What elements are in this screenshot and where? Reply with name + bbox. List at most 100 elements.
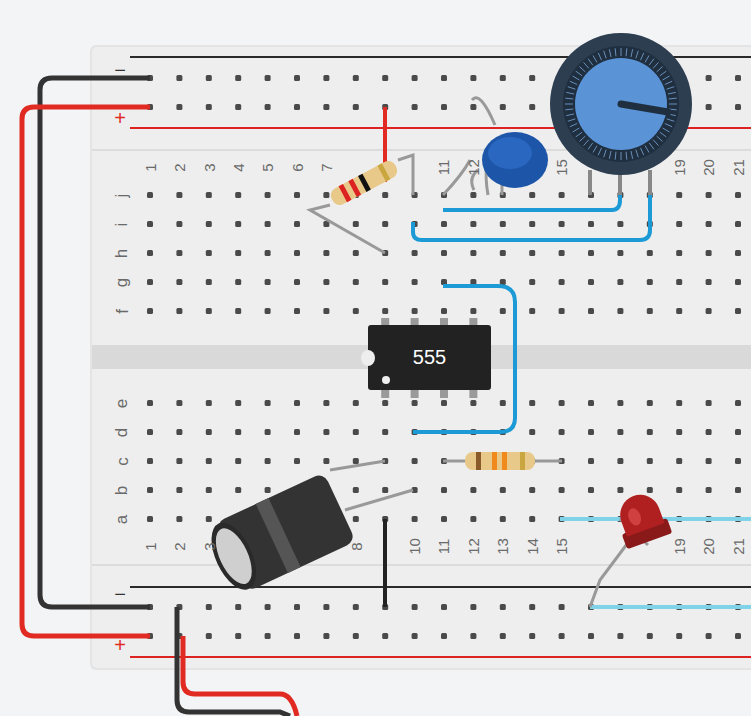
hole (176, 250, 182, 256)
hole (470, 604, 476, 610)
hole (735, 75, 741, 81)
hole (735, 400, 741, 406)
hole (147, 429, 153, 435)
hole (147, 458, 153, 464)
row-letter: g (114, 277, 131, 286)
hole (176, 516, 182, 522)
hole (294, 633, 300, 639)
hole (588, 633, 594, 639)
hole (441, 604, 447, 610)
hole (382, 75, 388, 81)
hole (235, 308, 241, 314)
hole (529, 633, 535, 639)
hole (470, 75, 476, 81)
wire (443, 190, 620, 210)
hole (735, 633, 741, 639)
wire (383, 519, 387, 607)
hole (617, 429, 623, 435)
hole (412, 104, 418, 110)
hole (588, 221, 594, 227)
lead (330, 461, 413, 510)
row-letter: d (114, 427, 131, 436)
hole (706, 400, 712, 406)
hole (588, 279, 594, 285)
hole (529, 308, 535, 314)
hole (500, 400, 506, 406)
rail-sign: − (114, 584, 126, 604)
hole (500, 308, 506, 314)
hole (559, 400, 565, 406)
hole (559, 308, 565, 314)
hole (706, 221, 712, 227)
column-number: 20 (701, 159, 716, 176)
hole (529, 75, 535, 81)
rail-sign: + (114, 108, 126, 128)
hole (353, 221, 359, 227)
hole (676, 250, 682, 256)
rail-sign: − (114, 60, 126, 80)
hole (176, 308, 182, 314)
row-letter: c (114, 457, 131, 466)
pin-dot (382, 376, 390, 384)
hole (500, 633, 506, 639)
hole (500, 75, 506, 81)
hole (206, 400, 212, 406)
hole (235, 221, 241, 227)
hole (294, 308, 300, 314)
hole (588, 400, 594, 406)
hole (676, 308, 682, 314)
hole (441, 250, 447, 256)
hole (647, 308, 653, 314)
hole (353, 516, 359, 522)
column-number: 3 (201, 163, 216, 171)
column-number: 20 (701, 538, 716, 555)
hole (206, 604, 212, 610)
hole (588, 308, 594, 314)
column-number: 2 (172, 542, 187, 550)
hole (206, 429, 212, 435)
hole (235, 429, 241, 435)
column-number: 14 (525, 538, 540, 555)
hole (706, 279, 712, 285)
column-number: 3 (201, 542, 216, 550)
column-number: 6 (290, 163, 305, 171)
wire (177, 607, 290, 716)
hole (353, 400, 359, 406)
column-number: 12 (466, 538, 481, 555)
hole (206, 250, 212, 256)
hole (735, 487, 741, 493)
rail-line (130, 656, 751, 658)
hole (529, 104, 535, 110)
hole (323, 250, 329, 256)
hole (323, 604, 329, 610)
hole (559, 221, 565, 227)
hole (441, 516, 447, 522)
hole (529, 250, 535, 256)
hole (353, 75, 359, 81)
row-letter: i (114, 222, 131, 226)
hole (706, 250, 712, 256)
hole (559, 429, 565, 435)
hole (382, 221, 388, 227)
hole (735, 104, 741, 110)
hole (676, 279, 682, 285)
hole (265, 604, 271, 610)
hole (294, 400, 300, 406)
column-number: 10 (407, 538, 422, 555)
hole (588, 250, 594, 256)
hole (441, 75, 447, 81)
hole (235, 400, 241, 406)
hole (294, 104, 300, 110)
hole (323, 279, 329, 285)
hole (529, 487, 535, 493)
hole (265, 487, 271, 493)
hole (206, 458, 212, 464)
hole (706, 487, 712, 493)
hole (500, 604, 506, 610)
hole (294, 75, 300, 81)
hole (706, 429, 712, 435)
row-letter: b (114, 485, 131, 494)
column-number: 8 (348, 542, 363, 550)
hole (353, 633, 359, 639)
hole (382, 308, 388, 314)
